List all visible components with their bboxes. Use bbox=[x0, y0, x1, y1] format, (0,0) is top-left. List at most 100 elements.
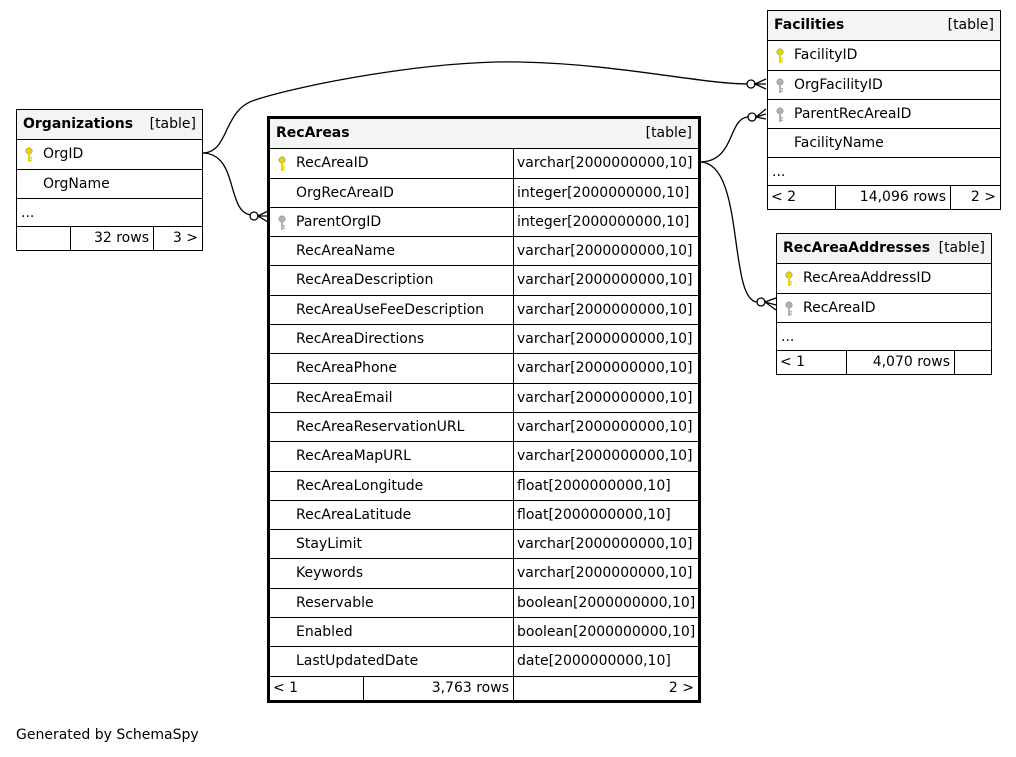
column-type: boolean[2000000000,10] bbox=[517, 624, 696, 641]
column-row[interactable]: RecAreaID bbox=[777, 292, 991, 322]
row-count: 4,070 rows bbox=[846, 350, 954, 374]
column-row[interactable]: OrgID bbox=[17, 139, 202, 168]
column-name: FacilityName bbox=[794, 135, 884, 152]
column-row[interactable]: Keywords varchar[2000000000,10] bbox=[270, 558, 698, 588]
column-row[interactable]: RecAreaPhone varchar[2000000000,10] bbox=[270, 353, 698, 383]
column-row[interactable]: Enabled boolean[2000000000,10] bbox=[270, 617, 698, 647]
table-name: Organizations bbox=[23, 116, 134, 132]
column-name: RecAreaDirections bbox=[296, 331, 425, 348]
table-name: RecAreaAddresses bbox=[783, 240, 931, 256]
column-name: Enabled bbox=[296, 624, 353, 641]
footer-next[interactable] bbox=[954, 350, 991, 374]
column-row[interactable]: FacilityName bbox=[768, 128, 1000, 157]
column-row[interactable]: OrgFacilityID bbox=[768, 69, 1000, 99]
column-row[interactable]: LastUpdatedDate date[2000000000,10] bbox=[270, 646, 698, 676]
table-footer: < 1 4,070 rows bbox=[777, 349, 991, 374]
relationship-org-recareas bbox=[201, 152, 254, 216]
column-row[interactable]: FacilityID bbox=[768, 40, 1000, 69]
column-row[interactable]: ParentOrgID integer[2000000000,10] bbox=[270, 206, 698, 237]
column-type: varchar[2000000000,10] bbox=[517, 448, 693, 465]
primary-key-icon bbox=[785, 271, 793, 287]
column-name: RecAreaAddressID bbox=[803, 270, 932, 287]
relationship-org-facilities bbox=[201, 61, 751, 154]
foreign-key-icon bbox=[785, 301, 793, 316]
column-row[interactable]: Reservable boolean[2000000000,10] bbox=[270, 587, 698, 618]
footer-prev[interactable]: < 1 bbox=[273, 679, 299, 696]
footer-next[interactable]: 2 > bbox=[950, 186, 1000, 210]
column-name: RecAreaID bbox=[803, 299, 876, 316]
column-type: date[2000000000,10] bbox=[517, 653, 671, 670]
crowfoot-circle-icon bbox=[747, 112, 757, 122]
table-type-tag: [table] bbox=[149, 116, 196, 132]
column-name: RecAreaReservationURL bbox=[296, 418, 465, 435]
column-name: OrgRecAreaID bbox=[296, 184, 394, 201]
crowfoot-icon bbox=[763, 297, 777, 311]
column-type: varchar[2000000000,10] bbox=[517, 565, 693, 582]
crowfoot-circle-icon bbox=[756, 297, 766, 307]
footer-prev[interactable]: < 1 bbox=[780, 353, 806, 370]
column-name: OrgFacilityID bbox=[794, 76, 883, 93]
primary-key-icon bbox=[776, 48, 784, 64]
column-type: varchar[2000000000,10] bbox=[517, 389, 693, 406]
footer-prev[interactable] bbox=[17, 227, 70, 250]
row-count: 32 rows bbox=[70, 226, 153, 250]
column-name: RecAreaDescription bbox=[296, 272, 434, 289]
table-type-tag: [table] bbox=[645, 125, 692, 141]
table-type-tag: [table] bbox=[947, 17, 994, 33]
table-header: Facilities[table] bbox=[768, 11, 1000, 41]
column-type: varchar[2000000000,10] bbox=[517, 272, 693, 289]
footer-next[interactable]: 2 > bbox=[513, 676, 698, 700]
column-row[interactable]: OrgRecAreaID integer[2000000000,10] bbox=[270, 177, 698, 207]
row-count: 3,763 rows bbox=[363, 676, 513, 700]
column-name: FacilityID bbox=[794, 47, 858, 64]
column-type: integer[2000000000,10] bbox=[517, 213, 690, 230]
generated-by-note: Generated by SchemaSpy bbox=[16, 727, 199, 743]
column-name: ParentOrgID bbox=[296, 213, 382, 230]
footer-next[interactable]: 3 > bbox=[153, 226, 202, 250]
column-type: varchar[2000000000,10] bbox=[517, 301, 693, 318]
table-recareaaddresses[interactable]: RecAreaAddresses[table] RecAreaAddressID R… bbox=[776, 233, 992, 375]
table-header: RecAreaAddresses[table] bbox=[777, 234, 991, 264]
column-name: OrgName bbox=[43, 175, 110, 192]
foreign-key-icon bbox=[776, 78, 784, 93]
column-name: StayLimit bbox=[296, 536, 362, 553]
column-type: varchar[2000000000,10] bbox=[517, 360, 693, 377]
column-name: Reservable bbox=[296, 594, 374, 611]
column-name: ParentRecAreaID bbox=[794, 105, 912, 122]
column-row[interactable]: ParentRecAreaID bbox=[768, 98, 1000, 128]
column-name: OrgID bbox=[43, 146, 84, 163]
crowfoot-icon bbox=[754, 108, 767, 120]
column-row[interactable]: RecAreaDescription varchar[2000000000,10] bbox=[270, 265, 698, 295]
column-type: integer[2000000000,10] bbox=[517, 184, 690, 201]
more-columns: ... bbox=[17, 197, 202, 226]
column-name: RecAreaPhone bbox=[296, 360, 397, 377]
column-name: RecAreaLongitude bbox=[296, 477, 424, 494]
column-type: float[2000000000,10] bbox=[517, 477, 671, 494]
more-columns: ... bbox=[768, 157, 1000, 185]
footer-prev[interactable]: < 2 bbox=[771, 189, 797, 206]
column-name: LastUpdatedDate bbox=[296, 653, 419, 670]
primary-key-icon bbox=[278, 156, 286, 172]
table-organizations[interactable]: Organizations [table] OrgID OrgName...32 ro… bbox=[16, 109, 203, 251]
column-row[interactable]: OrgName bbox=[17, 168, 202, 198]
column-name: Keywords bbox=[296, 565, 364, 582]
column-type: boolean[2000000000,10] bbox=[517, 594, 696, 611]
crowfoot-icon bbox=[256, 210, 269, 223]
column-type: float[2000000000,10] bbox=[517, 506, 671, 523]
column-row[interactable]: RecAreaLongitude float[2000000000,10] bbox=[270, 470, 698, 500]
table-facilities[interactable]: Facilities[table] FacilityID OrgFacilityID… bbox=[767, 10, 1001, 211]
column-row[interactable]: RecAreaAddressID bbox=[777, 263, 991, 292]
